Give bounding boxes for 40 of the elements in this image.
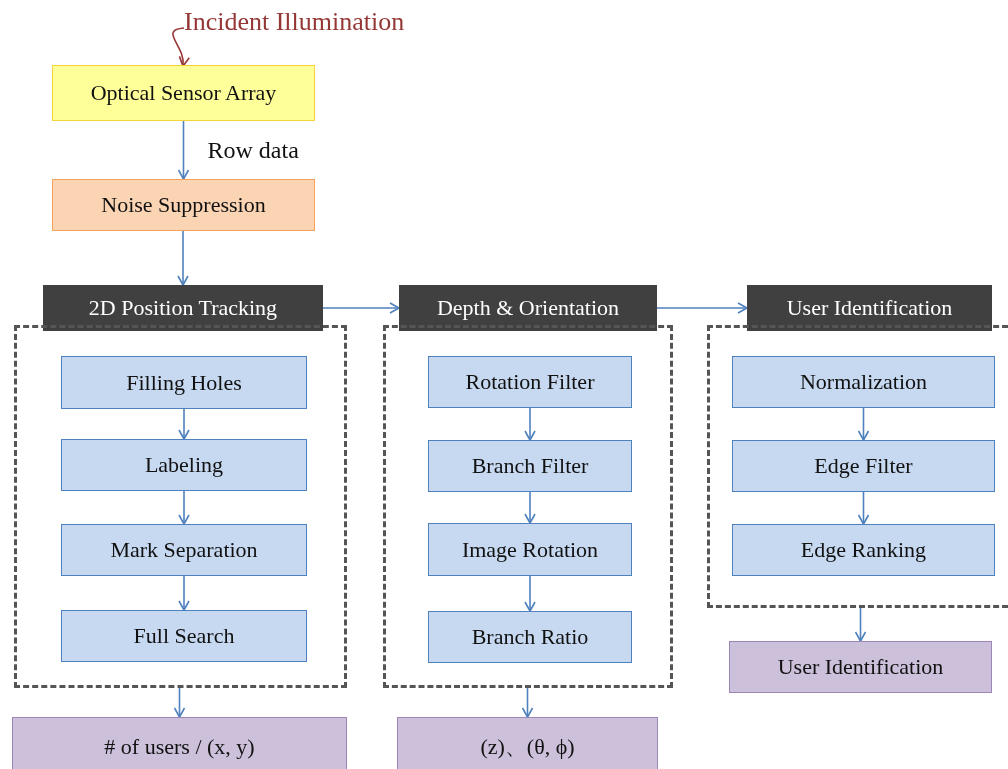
output-box: (z)、(θ, ϕ) [397, 717, 658, 769]
curved-arrow [172, 27, 190, 67]
arrow [857, 407, 870, 441]
process-box: Image Rotation [428, 523, 632, 576]
arrow [177, 120, 190, 180]
arrow [178, 408, 190, 440]
process-box: Branch Filter [428, 440, 632, 492]
dashed-group [383, 325, 673, 688]
arrow [524, 575, 536, 612]
process-box: Rotation Filter [428, 356, 632, 408]
stage-header: Depth & Orientation [399, 285, 657, 331]
dashed-group [707, 325, 1008, 608]
process-box: Branch Ratio [428, 611, 632, 663]
arrow [524, 491, 536, 524]
process-box: Edge Filter [732, 440, 995, 492]
process-box: Full Search [61, 610, 307, 662]
stage-header: User Identification [747, 285, 992, 331]
edge-label: Row data [207, 137, 299, 164]
process-box: Labeling [61, 439, 307, 491]
arrow [322, 302, 400, 314]
arrow [857, 491, 870, 525]
process-box: Noise Suppression [52, 179, 315, 231]
arrow [178, 490, 190, 525]
output-box: # of users / (x, y) [12, 717, 347, 769]
stage-header: 2D Position Tracking [43, 285, 323, 331]
arrow [524, 407, 536, 441]
sensor-box: Optical Sensor Array [52, 65, 315, 121]
output-box: User Identification [729, 641, 992, 693]
arrow [656, 302, 748, 314]
process-box: Normalization [732, 356, 995, 408]
arrow [173, 687, 186, 718]
arrow [177, 230, 189, 286]
process-box: Mark Separation [61, 524, 307, 576]
dashed-group [14, 325, 347, 688]
process-box: Filling Holes [61, 356, 307, 409]
process-box: Edge Ranking [732, 524, 995, 576]
title-text: Incident Illumination [184, 4, 446, 40]
arrow [521, 687, 534, 718]
arrow [178, 575, 190, 611]
arrow [854, 607, 867, 642]
